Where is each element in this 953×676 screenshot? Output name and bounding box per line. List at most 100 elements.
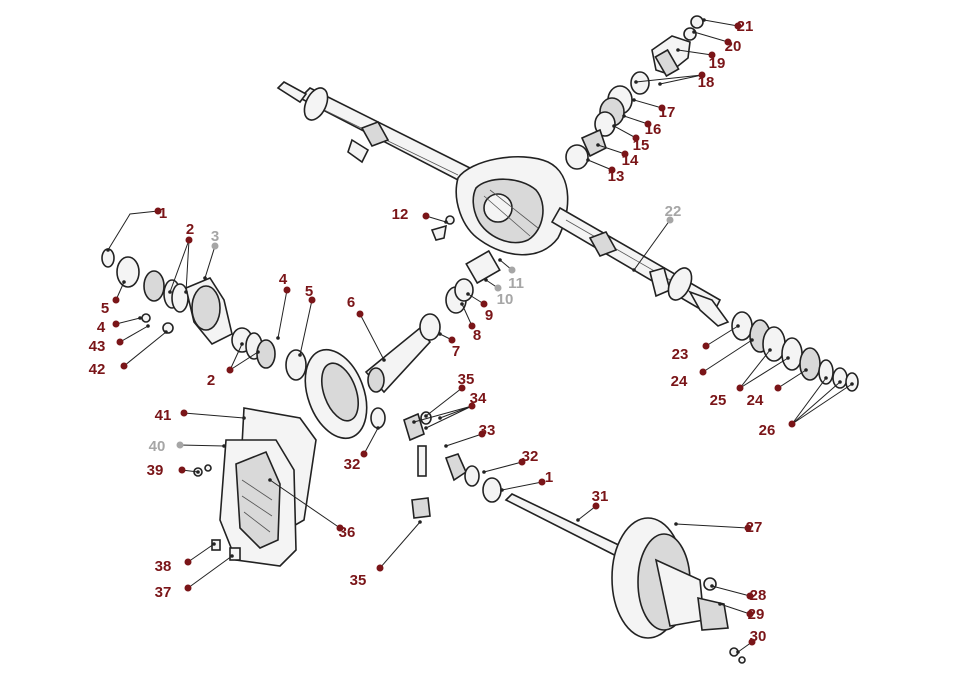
callout-17: 17: [632, 98, 675, 121]
callout-dot: [746, 610, 754, 618]
callout-number: 36: [339, 524, 356, 541]
callout-arrow-tip: [196, 470, 200, 474]
callout-leader-line: [597, 144, 626, 155]
callout-dot: [480, 300, 488, 308]
callout-number: 32: [522, 448, 539, 465]
callout-leader-line: [577, 505, 597, 521]
callout-arrow-tip: [576, 518, 580, 522]
callout-25: 25: [710, 348, 790, 409]
callout-number: 42: [89, 361, 106, 378]
callout-arrow-tip: [482, 470, 486, 474]
callout-number: 27: [746, 519, 763, 536]
callout-arrow-tip: [658, 82, 662, 86]
callout-11: 11: [498, 258, 524, 292]
callout-arrow-tip: [412, 420, 416, 424]
callout-dot: [178, 466, 186, 474]
callout-number: 35: [458, 371, 475, 388]
callout-number: 24: [671, 373, 688, 390]
callout-dot: [184, 558, 192, 566]
callout-dot: [458, 384, 466, 392]
callout-leader-line: [185, 239, 190, 293]
callout-dot: [708, 51, 716, 59]
callout-leader-line: [623, 115, 649, 125]
callout-number: 25: [710, 392, 727, 409]
callout-23: 23: [672, 324, 740, 363]
callout-leader-line: [702, 339, 753, 373]
callout-number: 32: [344, 456, 361, 473]
callout-42: 42: [89, 330, 168, 378]
callout-leader-line: [425, 387, 463, 417]
callout-arrow-tip: [586, 158, 590, 162]
callout-number: 14: [622, 152, 639, 169]
callout-leader-line: [613, 125, 637, 139]
callout-leader-line: [719, 603, 751, 615]
callout-31: 31: [576, 488, 608, 522]
callout-leader-line: [693, 31, 729, 43]
callout-arrow-tip: [138, 316, 142, 320]
callout-14: 14: [596, 143, 639, 169]
callout-dot: [736, 384, 744, 392]
callout-arrow-tip: [596, 143, 600, 147]
callout-leader-line: [711, 585, 751, 597]
callout-34: 34: [412, 390, 487, 430]
callout-arrow-tip: [276, 336, 280, 340]
callout-arrow-tip: [498, 258, 502, 262]
callout-4: 4: [276, 271, 291, 340]
callout-number: 7: [452, 343, 460, 360]
callout-leader-line: [703, 19, 739, 27]
callout-40: 40: [149, 438, 226, 455]
callout-arrow-tip: [438, 416, 442, 420]
callout-number: 1: [545, 469, 553, 486]
callout-41: 41: [155, 407, 246, 424]
callout-dot: [734, 22, 742, 30]
callout-leader-line: [169, 239, 190, 293]
callout-leader-line: [587, 159, 613, 171]
callout-26: 26: [759, 376, 854, 439]
callout-number: 2: [207, 372, 215, 389]
callout-arrow-tip: [736, 650, 740, 654]
callout-leader-line: [739, 357, 789, 389]
callout-dot: [621, 150, 629, 158]
callout-leader-line: [269, 479, 341, 529]
callout-arrow-tip: [418, 520, 422, 524]
left-differential-parts: [101, 248, 307, 381]
callout-arrow-tip: [444, 220, 448, 224]
callout-leader-line: [705, 325, 739, 347]
callout-arrow-tip: [838, 380, 842, 384]
callout-1: 1: [500, 469, 553, 492]
callout-dot: [774, 384, 782, 392]
callout-arrow-tip: [484, 278, 488, 282]
callout-2: 2: [207, 342, 260, 389]
callout-dot: [538, 478, 546, 486]
callout-arrow-tip: [804, 368, 808, 372]
callout-12: 12: [392, 206, 448, 224]
callout-number: 24: [747, 392, 764, 409]
callout-leader-line: [229, 343, 243, 371]
callout-dot: [356, 310, 364, 318]
callout-arrow-tip: [702, 18, 706, 22]
callout-number: 21: [737, 18, 754, 35]
callout-arrow-tip: [106, 248, 110, 252]
callout-arrow-tip: [736, 324, 740, 328]
callout-dot: [468, 322, 476, 330]
callout-arrow-tip: [203, 276, 207, 280]
callout-35: 35: [424, 371, 474, 418]
callout-dot: [478, 430, 486, 438]
callout-dot: [632, 134, 640, 142]
callout-dot: [308, 296, 316, 304]
callout-19: 19: [676, 48, 725, 72]
callout-number: 16: [645, 121, 662, 138]
callout-number: 17: [659, 104, 676, 121]
callout-arrow-tip: [786, 356, 790, 360]
callout-number: 18: [698, 74, 715, 91]
callout-dot: [518, 458, 526, 466]
callout-number: 22: [665, 203, 682, 220]
callout-dot: [422, 212, 430, 220]
callout-22: 22: [632, 203, 681, 272]
callout-dot: [744, 524, 752, 532]
callout-1: 1: [106, 205, 167, 252]
callout-4: 4: [97, 316, 142, 336]
callout-arrow-tip: [824, 376, 828, 380]
callout-number: 26: [759, 422, 776, 439]
callout-leader-line: [791, 377, 827, 425]
